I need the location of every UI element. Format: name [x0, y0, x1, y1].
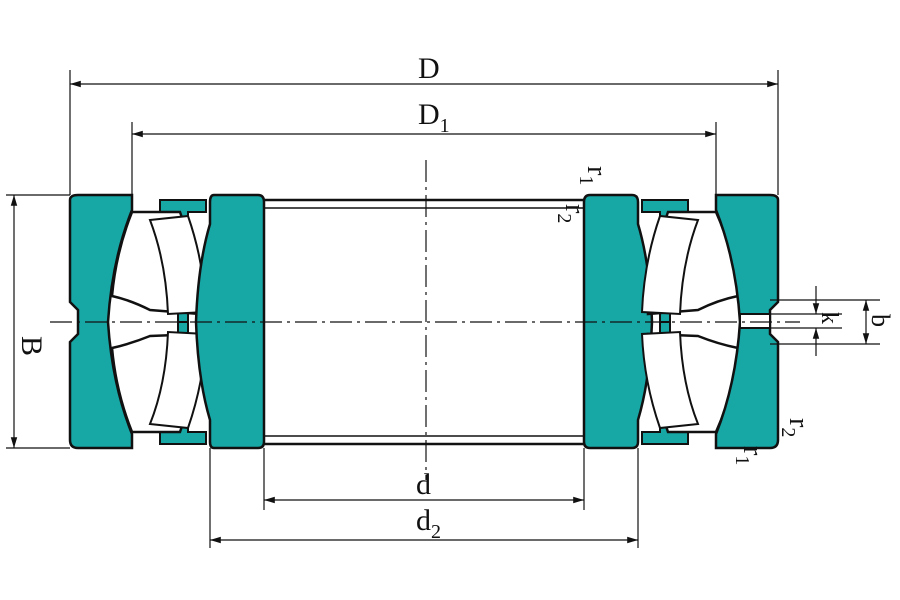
label-r1-top: r1 — [575, 166, 612, 185]
label-r2-top: r2 — [553, 204, 590, 223]
dimension-d: d — [263, 448, 585, 510]
dimension-D: D — [69, 52, 779, 195]
dimension-b-k: b k — [770, 286, 895, 356]
dimension-D1: D1 — [131, 98, 717, 195]
left-section — [68, 193, 266, 450]
label-b: b — [866, 314, 895, 327]
label-d2: d2 — [416, 504, 441, 543]
lube-hole — [739, 313, 771, 329]
label-k: k — [816, 312, 842, 324]
label-r2-bottom: r2 — [777, 418, 814, 437]
dimension-B: B — [6, 194, 70, 449]
label-d: d — [416, 468, 431, 501]
dimension-d2: d2 — [209, 448, 639, 548]
label-r1-bottom: r1 — [731, 446, 768, 465]
label-D: D — [418, 52, 440, 85]
right-roller-top-inner — [640, 214, 700, 316]
right-roller-bottom-inner — [640, 330, 700, 430]
label-B: B — [15, 336, 48, 356]
label-D1: D1 — [418, 98, 450, 137]
